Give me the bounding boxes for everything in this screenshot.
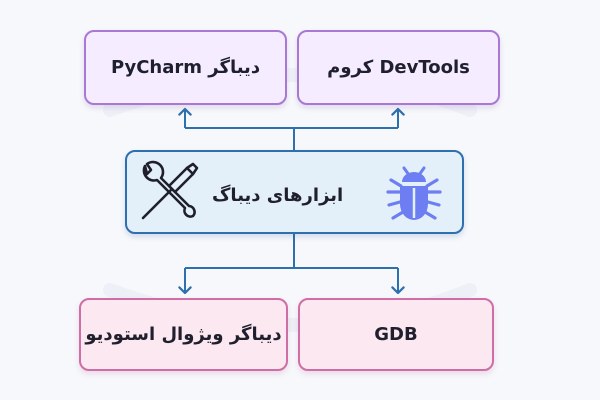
- chrome-devtools-box: DevTools کروم: [297, 30, 500, 105]
- visual-studio-debugger-box: دیباگر ویژوال استودیو: [79, 298, 288, 371]
- pycharm-debugger-box: دیباگر PyCharm: [84, 30, 287, 105]
- debug-tools-title: ابزارهای دیباگ: [212, 185, 344, 206]
- bug-icon: [386, 166, 442, 220]
- gdb-box: GDB: [298, 298, 494, 371]
- wrench-screwdriver-icon: [141, 160, 199, 220]
- chrome-devtools-label: DevTools کروم: [327, 57, 470, 78]
- gdb-label: GDB: [374, 324, 418, 345]
- visual-studio-debugger-label: دیباگر ویژوال استودیو: [85, 324, 282, 345]
- pycharm-debugger-label: دیباگر PyCharm: [110, 57, 261, 78]
